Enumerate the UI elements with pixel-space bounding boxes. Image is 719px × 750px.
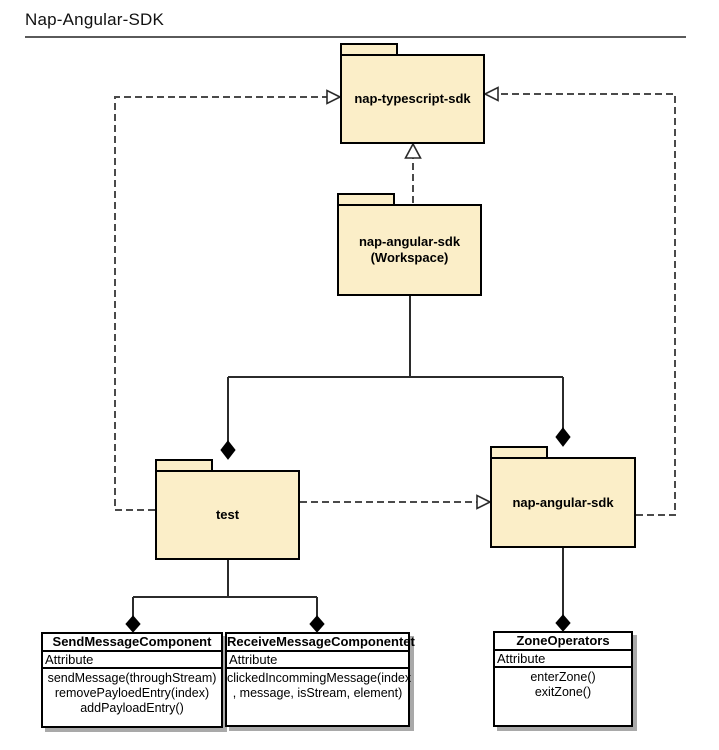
- hollow-triangle-up-icon: [404, 142, 422, 159]
- package-label: test: [215, 507, 240, 522]
- open-arrowhead-icon: [326, 89, 342, 105]
- attribute-header: Attribute: [43, 652, 221, 669]
- dependency-test-to-nap-typescript-sdk[interactable]: [114, 89, 342, 511]
- package-nap-angular-sdk[interactable]: nap-angular-sdk: [490, 446, 636, 548]
- package-tab-icon: [490, 446, 548, 458]
- package-nap-typescript-sdk[interactable]: nap-typescript-sdk: [340, 43, 485, 144]
- composition-diamond-icon: [125, 615, 141, 633]
- method-line: clickedIncommingMessage(index: [227, 671, 412, 685]
- composition-diamond-icon: [309, 615, 325, 633]
- package-tab-icon: [337, 193, 395, 205]
- package-label: nap-angular-sdk: [512, 494, 614, 510]
- method-line: exitZone(): [534, 685, 592, 699]
- package-test[interactable]: test: [155, 459, 300, 560]
- page-title: Nap-Angular-SDK: [25, 10, 165, 29]
- methods-compartment: enterZone() exitZone(): [495, 668, 631, 700]
- package-sublabel: (Workspace): [370, 250, 449, 265]
- composition-workspace-to-children[interactable]: [220, 295, 571, 460]
- attribute-header: Attribute: [227, 652, 408, 669]
- realization-workspace-to-nap-typescript-sdk[interactable]: [404, 142, 422, 203]
- class-zone-operators[interactable]: ZoneOperators Attribute enterZone() exit…: [493, 631, 633, 727]
- methods-compartment: sendMessage(throughStream) removePayloed…: [43, 669, 221, 716]
- title-rule: [25, 36, 686, 38]
- method-line: addPayloadEntry(): [80, 701, 184, 715]
- composition-diamond-icon: [555, 614, 571, 632]
- attribute-header: Attribute: [495, 651, 631, 668]
- open-arrowhead-icon: [483, 86, 499, 102]
- package-label: nap-angular-sdk: [358, 234, 461, 249]
- composition-nap-angular-sdk-to-zoneoperators[interactable]: [555, 548, 571, 632]
- class-name: ZoneOperators: [495, 633, 631, 651]
- package-tab-icon: [340, 43, 398, 55]
- dashed-dependency-line[interactable]: [114, 96, 327, 511]
- method-line: , message, isStream, element): [232, 686, 403, 700]
- methods-compartment: clickedIncommingMessage(index , message,…: [227, 669, 412, 701]
- class-send-message-component[interactable]: SendMessageComponent Attribute sendMessa…: [41, 632, 223, 728]
- class-receive-message-component[interactable]: ReceiveMessageComponentet Attribute clic…: [225, 632, 415, 727]
- package-label: nap-typescript-sdk: [354, 91, 471, 106]
- class-name: SendMessageComponent: [43, 634, 221, 652]
- method-line: enterZone(): [530, 670, 596, 684]
- method-line: removePayloedEntry(index): [54, 686, 210, 700]
- dependency-test-to-nap-angular-sdk[interactable]: [300, 494, 492, 510]
- dependency-nap-angular-sdk-to-nap-typescript-sdk[interactable]: [483, 86, 676, 516]
- method-line: sendMessage(throughStream): [47, 671, 217, 685]
- package-nap-angular-sdk-workspace[interactable]: nap-angular-sdk (Workspace): [337, 193, 482, 296]
- package-tab-icon: [155, 459, 213, 471]
- open-arrowhead-icon: [476, 494, 492, 510]
- composition-diamond-icon: [555, 427, 571, 447]
- composition-diamond-icon: [220, 440, 236, 460]
- class-name: ReceiveMessageComponentet: [227, 634, 415, 652]
- composition-test-to-components[interactable]: [125, 559, 325, 633]
